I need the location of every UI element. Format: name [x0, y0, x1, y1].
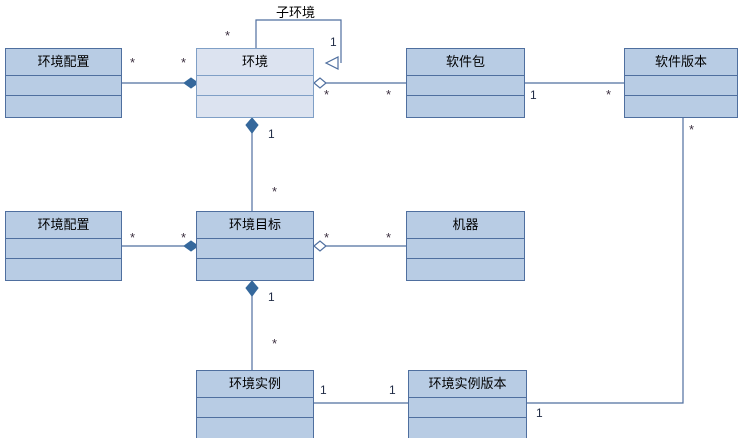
class-operations-compartment: [407, 259, 524, 280]
class-box-machine[interactable]: 机器: [406, 211, 525, 281]
multiplicity-envconfig-to-environment: *: [130, 55, 136, 70]
class-box-env-config-top[interactable]: 环境配置: [5, 48, 122, 118]
class-operations-compartment: [409, 418, 526, 438]
class-name: 软件包: [407, 49, 524, 76]
class-attributes-compartment: [197, 398, 313, 418]
class-attributes-compartment: [6, 239, 121, 259]
class-name: 软件版本: [625, 49, 737, 76]
class-name: 环境实例版本: [409, 371, 526, 398]
class-box-env-instance-version[interactable]: 环境实例版本: [408, 370, 527, 438]
class-box-software-package[interactable]: 软件包: [406, 48, 525, 118]
class-name: 环境: [197, 49, 313, 76]
multiplicity-environment-self-one: 1: [330, 35, 337, 49]
multiplicity-envconfig2-to-envtarget: *: [130, 230, 136, 245]
class-attributes-compartment: [197, 76, 313, 96]
multiplicity-instanceversion-from-envinstance: 1: [389, 383, 396, 397]
multiplicity-environment-from-envconfig: *: [181, 55, 187, 70]
class-operations-compartment: [407, 96, 524, 117]
multiplicity-environment-self-many: *: [225, 28, 231, 43]
class-operations-compartment: [197, 96, 313, 117]
association-label-subenvironment: 子环境: [276, 5, 316, 20]
multiplicity-instanceversion-to-softwareversion: 1: [536, 406, 543, 420]
class-attributes-compartment: [197, 239, 313, 259]
class-attributes-compartment: [407, 239, 524, 259]
class-operations-compartment: [197, 259, 313, 280]
class-box-software-version[interactable]: 软件版本: [624, 48, 738, 118]
multiplicity-package-from-environment: *: [386, 87, 392, 102]
edge-softwareversion-envinstanceversion: [527, 118, 684, 404]
class-name: 环境配置: [6, 49, 121, 76]
multiplicity-envtarget-to-envinstance-one: 1: [268, 290, 275, 304]
class-attributes-compartment: [407, 76, 524, 96]
class-operations-compartment: [197, 418, 313, 438]
class-name: 机器: [407, 212, 524, 239]
edge-envtarget-envinstance: [245, 280, 259, 370]
class-box-env-config-mid[interactable]: 环境配置: [5, 211, 122, 281]
class-operations-compartment: [6, 259, 121, 280]
multiplicity-version-to-instanceversion: *: [689, 122, 695, 137]
multiplicity-environment-to-envtarget-one: 1: [268, 127, 275, 141]
multiplicity-envtarget-to-machine: *: [324, 230, 330, 245]
multiplicity-package-to-version: 1: [530, 88, 537, 102]
multiplicity-envinstance-to-instanceversion: 1: [320, 383, 327, 397]
multiplicity-version-from-package: *: [606, 87, 612, 102]
class-operations-compartment: [6, 96, 121, 117]
class-attributes-compartment: [625, 76, 737, 96]
multiplicity-environment-to-package: *: [324, 87, 330, 102]
multiplicity-envtarget-from-envconfig2: *: [181, 230, 187, 245]
class-name: 环境配置: [6, 212, 121, 239]
edge-envconfig-environment: [122, 77, 199, 89]
class-name: 环境实例: [197, 371, 313, 398]
edge-environment-envtarget: [245, 117, 259, 211]
class-name: 环境目标: [197, 212, 313, 239]
class-box-env-instance[interactable]: 环境实例: [196, 370, 314, 438]
class-operations-compartment: [625, 96, 737, 117]
multiplicity-envinstance-from-envtarget: *: [272, 336, 278, 351]
class-attributes-compartment: [6, 76, 121, 96]
multiplicity-machine-from-envtarget: *: [386, 230, 392, 245]
class-box-env-target[interactable]: 环境目标: [196, 211, 314, 281]
multiplicity-envtarget-from-environment: *: [272, 184, 278, 199]
class-box-environment[interactable]: 环境: [196, 48, 314, 118]
class-attributes-compartment: [409, 398, 526, 418]
